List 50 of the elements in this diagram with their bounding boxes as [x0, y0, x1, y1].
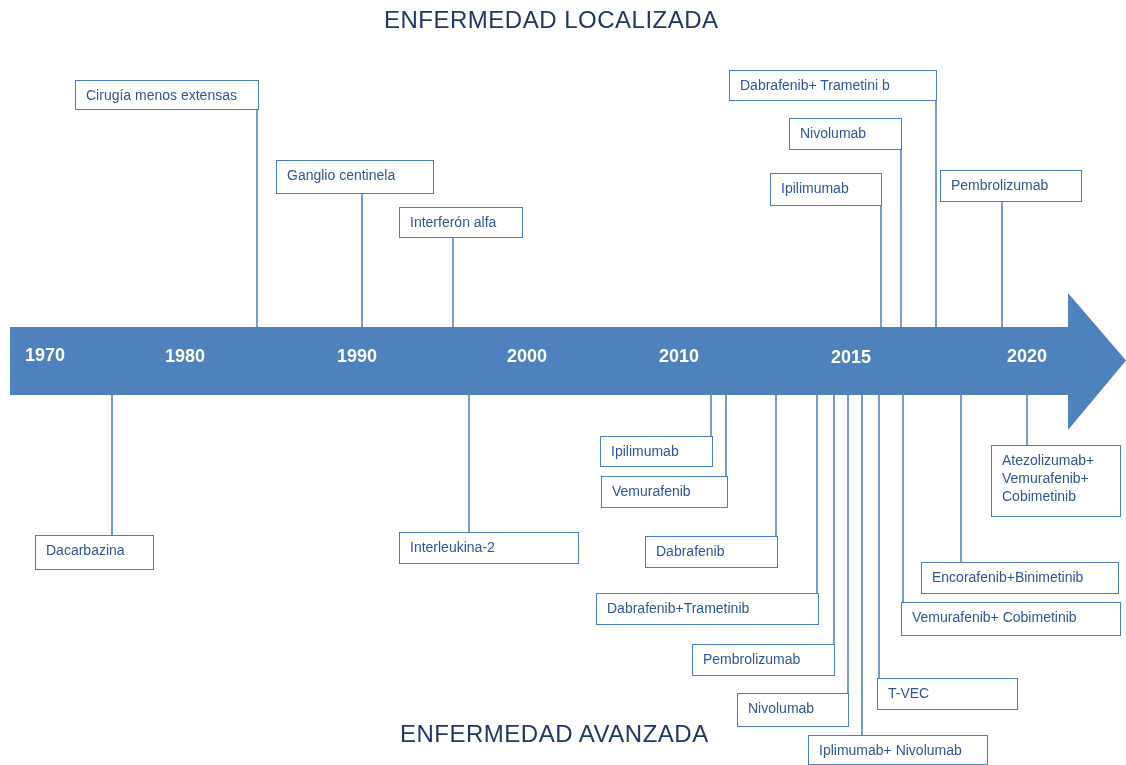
- leader-line: [725, 394, 727, 477]
- event-box: Pembrolizumab: [940, 170, 1082, 202]
- leader-line: [847, 394, 849, 694]
- leader-line: [361, 193, 363, 328]
- leader-line: [452, 237, 454, 328]
- leader-line: [902, 394, 904, 603]
- leader-line: [468, 394, 470, 533]
- event-box: Atezolizumab+ Vemurafenib+ Cobimetinib: [991, 445, 1121, 517]
- timeline-arrow: [10, 293, 1126, 430]
- event-box: Ipilimumab: [600, 436, 713, 467]
- year-label: 2020: [1007, 346, 1048, 367]
- event-box: Encorafenib+Binimetinib: [921, 562, 1119, 594]
- event-box: Vemurafenib: [601, 476, 728, 508]
- leader-line: [1001, 201, 1003, 328]
- event-box: Ganglio centinela: [276, 160, 434, 194]
- leader-line: [900, 149, 902, 328]
- year-label: 2010: [659, 346, 700, 367]
- year-label: 1970: [25, 345, 66, 366]
- leader-line: [816, 394, 818, 594]
- event-box: Dabrafenib+ Trametini b: [729, 70, 937, 101]
- event-box: Nivolumab: [789, 118, 902, 150]
- leader-line: [256, 109, 258, 328]
- year-label: 2015: [831, 347, 872, 368]
- leader-line: [935, 100, 937, 328]
- year-label: 2000: [507, 346, 548, 367]
- event-box: Interferón alfa: [399, 207, 523, 238]
- leader-line: [775, 394, 777, 537]
- event-box: Dabrafenib+Trametinib: [596, 593, 819, 625]
- leader-line: [710, 394, 712, 437]
- leader-line: [960, 394, 962, 563]
- event-box: Dabrafenib: [645, 536, 778, 568]
- leader-line: [880, 205, 882, 328]
- leader-line: [878, 394, 880, 679]
- event-box: Pembrolizumab: [692, 644, 835, 676]
- event-box: Nivolumab: [737, 693, 849, 727]
- year-label: 1980: [165, 346, 206, 367]
- event-box: Dacarbazina: [35, 535, 154, 570]
- leader-line: [1026, 394, 1028, 446]
- leader-line: [861, 394, 863, 736]
- event-box: Cirugía menos extensas: [75, 80, 259, 110]
- leader-line: [111, 394, 113, 536]
- heading: ENFERMEDAD LOCALIZADA: [384, 6, 719, 34]
- heading: ENFERMEDAD AVANZADA: [400, 720, 709, 748]
- event-box: Interleukina-2: [399, 532, 579, 564]
- year-label: 1990: [337, 346, 378, 367]
- event-box: T-VEC: [877, 678, 1018, 710]
- event-box: Vemurafenib+ Cobimetinib: [901, 602, 1121, 636]
- leader-line: [833, 394, 835, 645]
- event-box: Ipilimumab: [770, 173, 882, 206]
- event-box: Iplimumab+ Nivolumab: [808, 735, 988, 765]
